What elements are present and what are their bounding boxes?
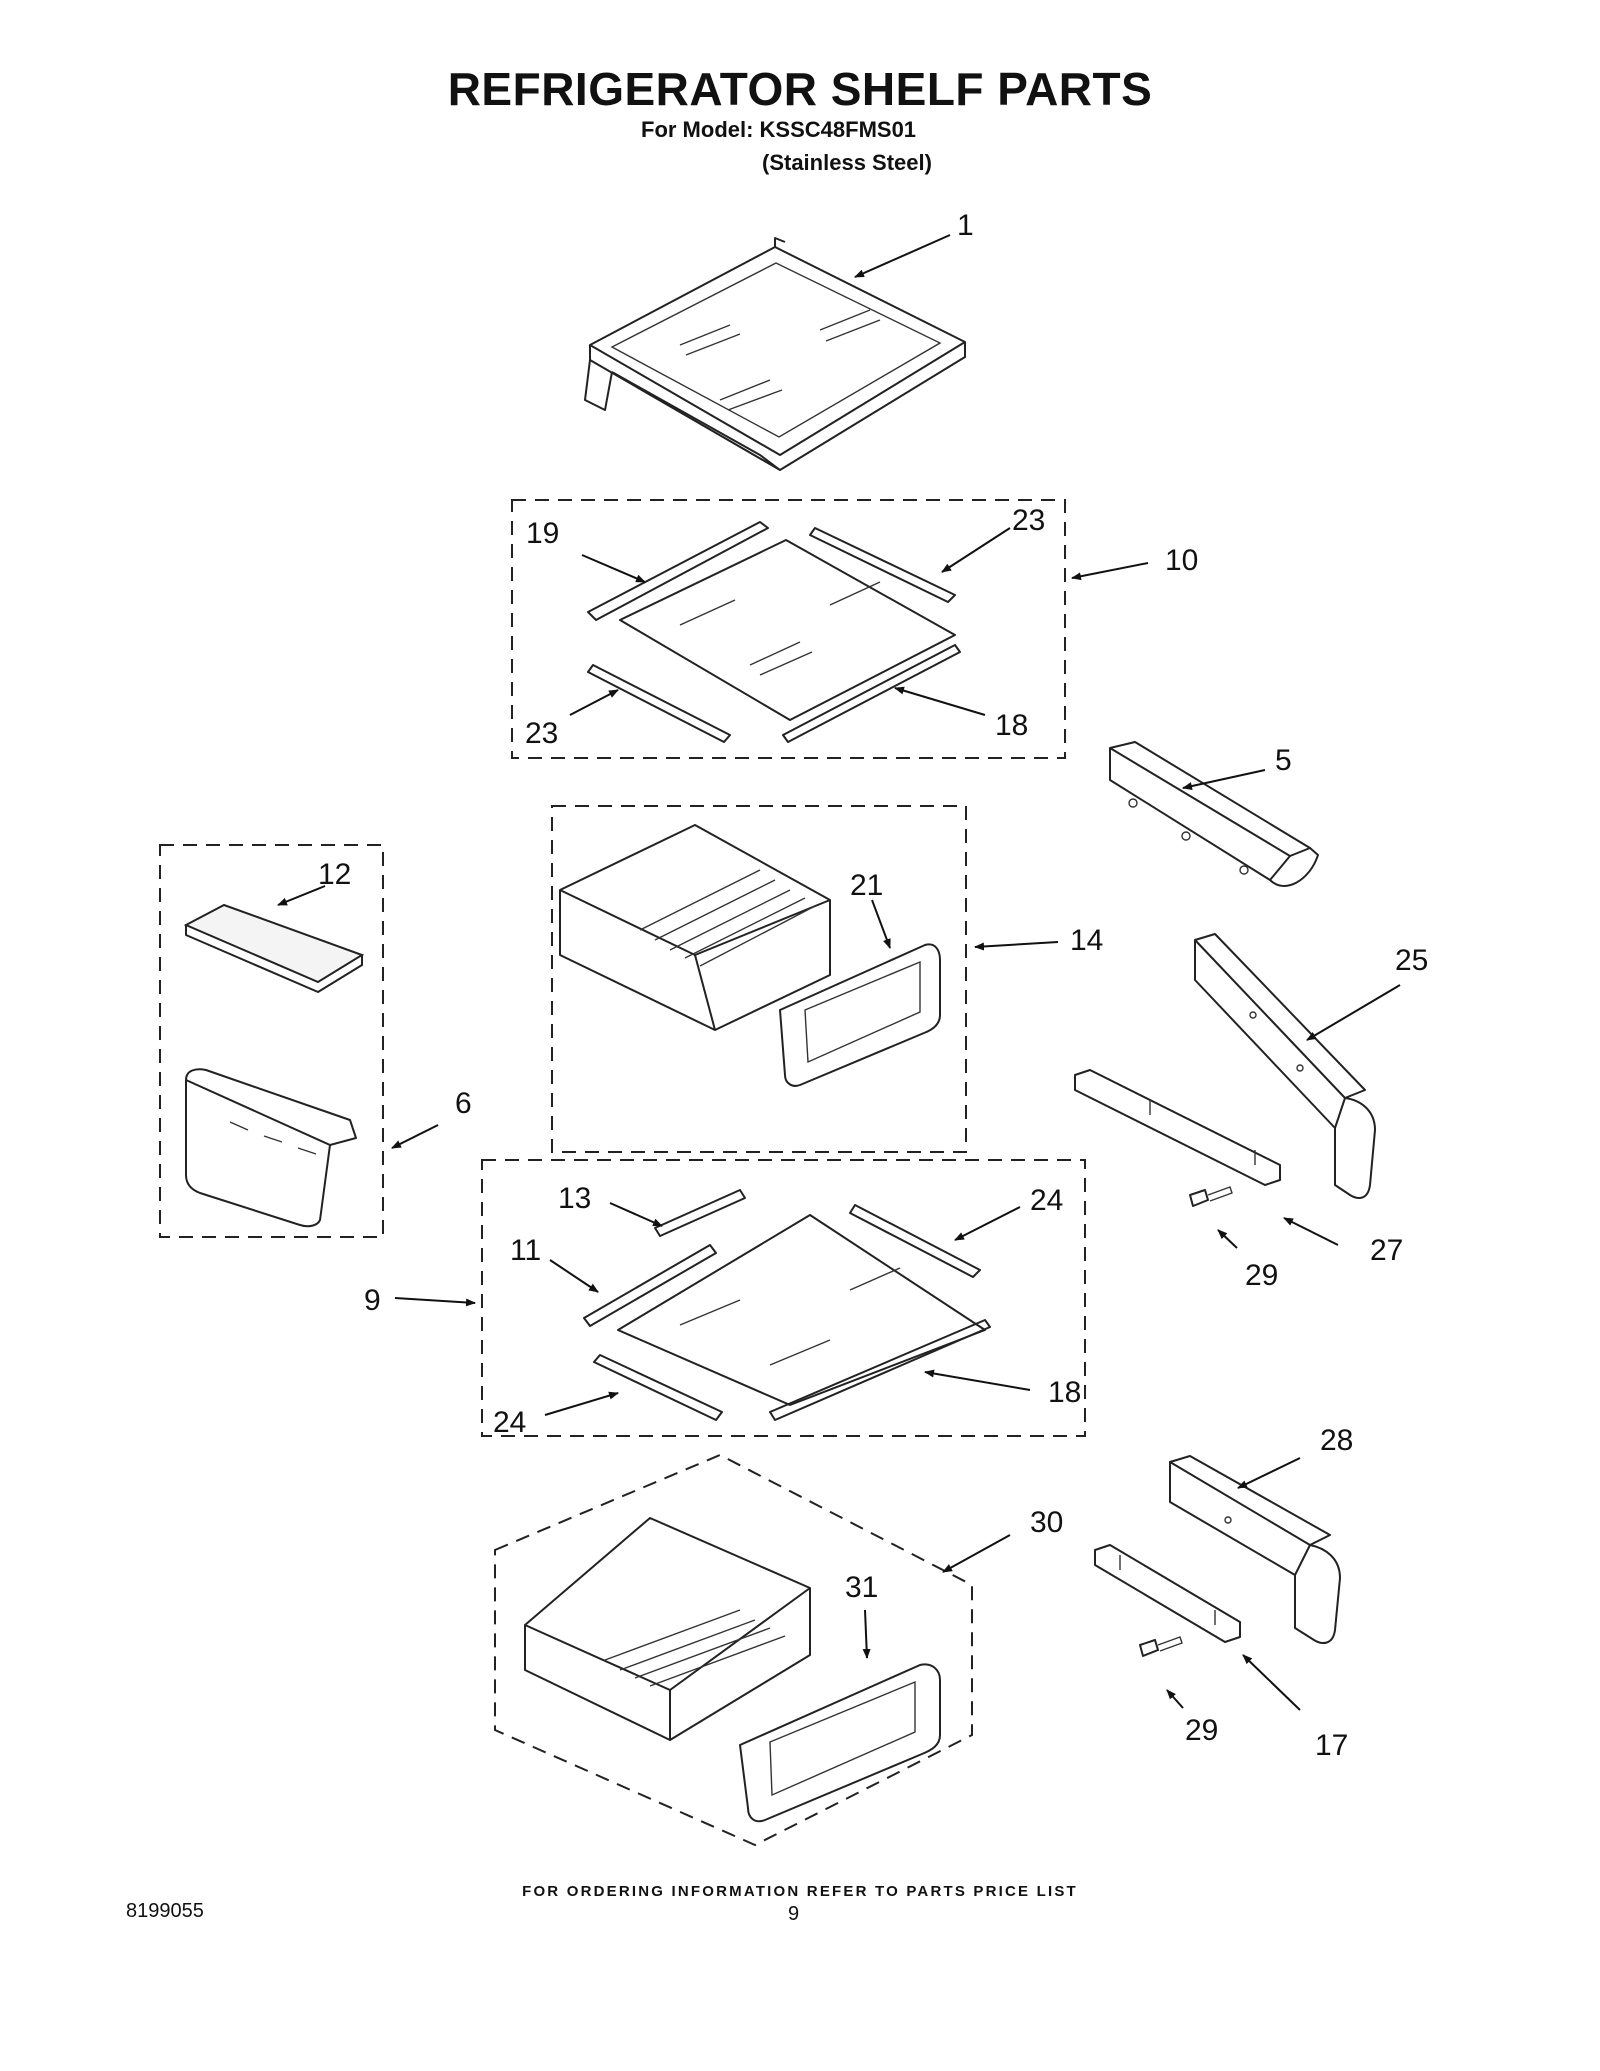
callout-30: 30: [1030, 1506, 1063, 1539]
callout-27: 27: [1370, 1234, 1403, 1267]
callout-24: 24: [1030, 1184, 1063, 1217]
callout-12: 12: [318, 858, 351, 891]
callout-29: 29: [1185, 1714, 1218, 1747]
model-line: For Model: KSSC48FMS01: [641, 117, 917, 142]
callout-28: 28: [1320, 1424, 1353, 1457]
shelf-assembly-1: [584, 237, 966, 471]
callout-11: 11: [510, 1234, 541, 1267]
callout-23: 23: [525, 717, 558, 750]
variant-line: (Stainless Steel): [762, 150, 932, 175]
callout-5: 5: [1275, 744, 1292, 777]
page-title: REFRIGERATOR SHELF PARTS: [447, 63, 1153, 115]
drawer-box-14: [551, 805, 967, 1153]
callout-23: 23: [1012, 504, 1045, 537]
bin-box-6: [159, 844, 384, 1238]
callout-13: 13: [558, 1182, 591, 1215]
callout-6: 6: [455, 1087, 472, 1120]
document-number: 8199055: [126, 1900, 204, 1922]
callout-17: 17: [1315, 1729, 1348, 1762]
callout-29: 29: [1245, 1259, 1278, 1292]
drawer-box-30: [494, 1453, 973, 1847]
callout-19: 19: [526, 517, 559, 550]
leader-lines: [277, 234, 1401, 1711]
callout-labels: 1 19 23 10 23 18 5 12 21 14 25 6 13 24 1…: [318, 209, 1428, 1762]
callout-24: 24: [493, 1406, 526, 1439]
trim-part-5: [1109, 741, 1319, 887]
callout-9: 9: [364, 1284, 381, 1317]
rail-bracket-28: [1094, 1455, 1341, 1657]
callout-31: 31: [845, 1571, 878, 1604]
callout-1: 1: [957, 209, 974, 242]
kit-box-9: [481, 1159, 1086, 1437]
callout-18: 18: [1048, 1376, 1081, 1409]
callout-14: 14: [1070, 924, 1103, 957]
ordering-note: FOR ORDERING INFORMATION REFER TO PARTS …: [522, 1883, 1078, 1900]
kit-box-10: [511, 499, 1066, 759]
callout-18: 18: [995, 709, 1028, 742]
callout-21: 21: [850, 869, 883, 902]
rail-bracket-25: [1074, 933, 1376, 1207]
callout-25: 25: [1395, 944, 1428, 977]
page-number: 9: [788, 1903, 800, 1925]
callout-10: 10: [1165, 544, 1198, 577]
